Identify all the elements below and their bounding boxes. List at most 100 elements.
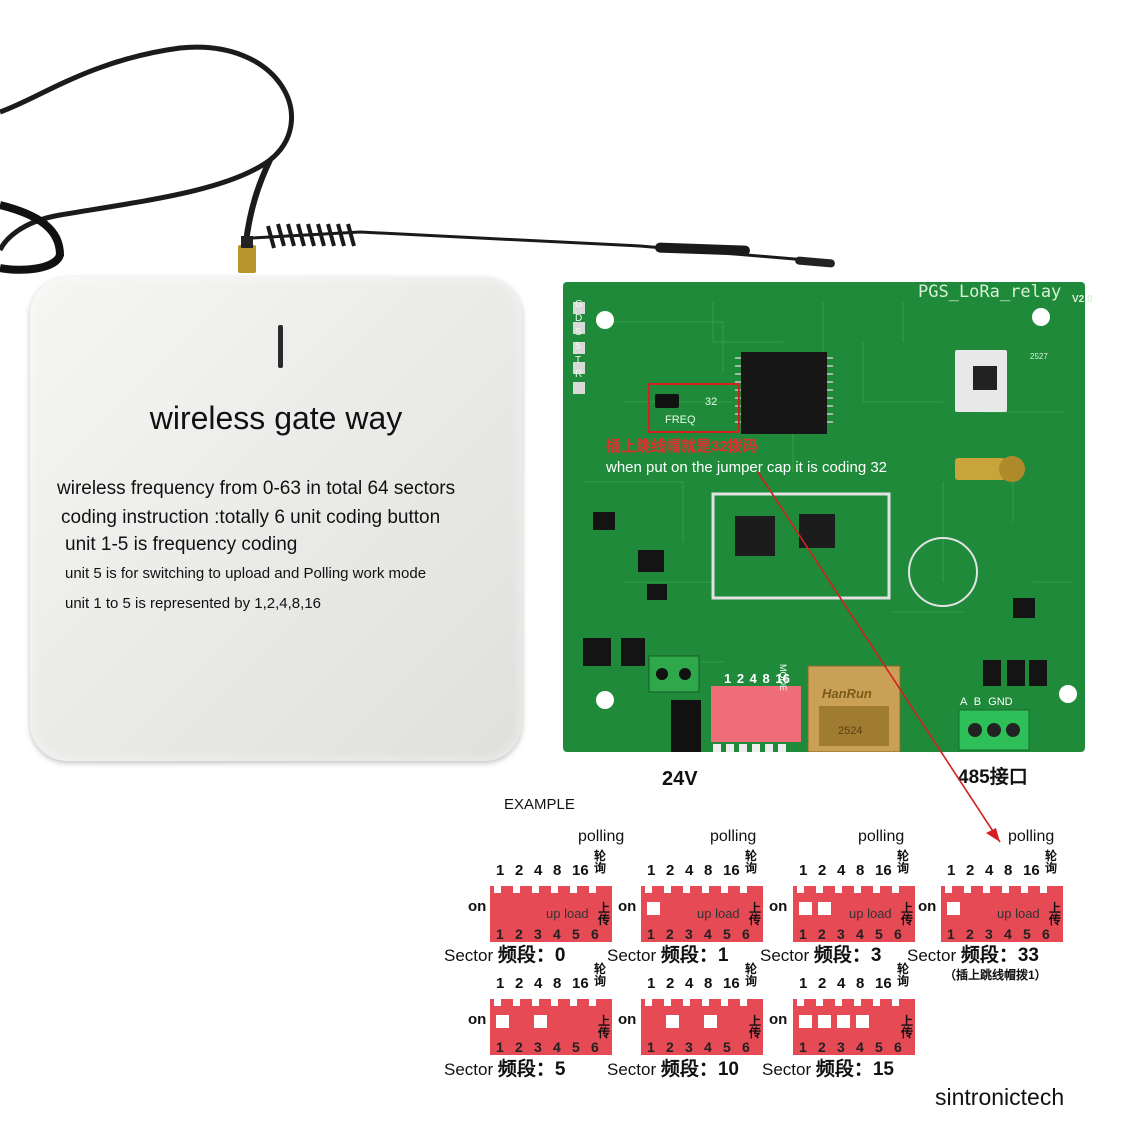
wireless-gateway-box: wireless gate way wireless frequency fro…	[30, 277, 522, 761]
dip-top-number: 2	[515, 862, 524, 879]
dip-notch	[551, 997, 558, 1006]
dip-bottom-number: 3	[685, 1039, 693, 1055]
dip-notch	[816, 884, 823, 893]
dip-on-slot	[799, 902, 812, 915]
dip-top-number: 1	[647, 862, 656, 879]
jumper-value: 32	[705, 396, 718, 408]
dip-on-slot	[534, 1015, 547, 1028]
dip-notch	[835, 997, 842, 1006]
polling-cn-label: 轮 询	[594, 849, 607, 875]
dip-notch	[532, 884, 539, 893]
dip-on-slot	[818, 902, 831, 915]
dip-top-number: 8	[553, 862, 562, 879]
dip-bottom-number: 2	[818, 926, 826, 942]
dip-notch	[892, 997, 899, 1006]
dip-notch	[683, 884, 690, 893]
dip-notch	[683, 997, 690, 1006]
dip-bottom-number: 3	[837, 1039, 845, 1055]
sector-word: Sector	[762, 1060, 816, 1079]
dip-top-number: 4	[985, 862, 994, 879]
polling-cn-label: 轮 询	[897, 962, 910, 988]
dip-notch	[740, 884, 747, 893]
polling-cn-label: 轮 询	[745, 962, 758, 988]
dip-bottom-number: 1	[496, 1039, 504, 1055]
dip-bottom-number: 4	[553, 1039, 561, 1055]
upload-label: up load	[697, 906, 740, 921]
dip-bottom-number: 4	[704, 926, 712, 942]
dip-bottom-number: 5	[875, 926, 883, 942]
dip-top-number: 2	[966, 862, 975, 879]
upload-cn-label: 上 传	[901, 901, 914, 927]
antenna-cable	[0, 44, 835, 274]
dip-bottom-number: 1	[647, 926, 655, 942]
on-label: on	[769, 1011, 788, 1028]
dip-top-number: 1	[647, 975, 656, 992]
dip-on-slot	[704, 1015, 717, 1028]
dip-bottom-number: 6	[591, 1039, 599, 1055]
dip-notch	[645, 997, 652, 1006]
dip-top-number: 16	[572, 862, 589, 879]
dip-bottom-number: 4	[704, 1039, 712, 1055]
dip-notch	[740, 997, 747, 1006]
dip-bottom-number: 4	[856, 1039, 864, 1055]
dip-bottom-number: 1	[799, 926, 807, 942]
gateway-line-4: unit 5 is for switching to upload and Po…	[65, 565, 427, 582]
rj45-code: 2524	[838, 725, 863, 737]
dip-top-number: 16	[875, 975, 892, 992]
dip-on-slot	[799, 1015, 812, 1028]
dip-notch	[702, 884, 709, 893]
dip-top-number: 16	[723, 975, 740, 992]
dip-bottom-number: 5	[875, 1039, 883, 1055]
terminal-labels: A B GND	[960, 696, 1013, 708]
dip-bottom-number: 5	[572, 1039, 580, 1055]
pcb-board	[563, 282, 1085, 752]
dip-bottom-number: 6	[591, 926, 599, 942]
sector-label: Sector 频段：1	[607, 940, 728, 967]
dip-bottom-number: 6	[894, 1039, 902, 1055]
sector-word: Sector	[444, 1060, 498, 1079]
dip-bottom-number: 6	[1042, 926, 1050, 942]
sector-value: 频段：15	[815, 1059, 894, 1080]
dip-on-slot	[666, 1015, 679, 1028]
upload-cn-label: 上 传	[901, 1014, 914, 1040]
dip-notch	[494, 997, 501, 1006]
watermark: sintronictech	[935, 1084, 1065, 1110]
on-label: on	[468, 898, 487, 915]
status-led	[278, 325, 283, 368]
polling-cn-label: 轮 询	[594, 962, 607, 988]
dip-bottom-number: 3	[985, 926, 993, 942]
dip-bottom-number: 3	[837, 926, 845, 942]
dip-on-slot	[837, 1015, 850, 1028]
dip-bottom-number: 1	[799, 1039, 807, 1055]
dip-bottom-number: 3	[685, 926, 693, 942]
upload-cn-label: 上 传	[1049, 901, 1062, 927]
dip-bottom-number: 2	[515, 1039, 523, 1055]
dip-top-number: 1	[799, 975, 808, 992]
edge-pin-label: G	[575, 299, 583, 310]
board-version: V2.0	[1072, 294, 1093, 305]
on-label: on	[618, 1011, 637, 1028]
dip-bottom-number: 6	[742, 1039, 750, 1055]
dip-notch	[797, 884, 804, 893]
dip-bottom-number: 4	[553, 926, 561, 942]
dip-notch	[645, 884, 652, 893]
dip-bottom-number: 5	[723, 926, 731, 942]
upload-label: up load	[997, 906, 1040, 921]
dip-notch	[892, 884, 899, 893]
dip-notch	[702, 997, 709, 1006]
dip-top-number: 4	[837, 975, 846, 992]
dip-notch	[964, 884, 971, 893]
sector-word: Sector	[760, 946, 814, 965]
dip-on-slot	[818, 1015, 831, 1028]
sector-word: Sector	[907, 946, 961, 965]
upload-label: up load	[546, 906, 589, 921]
polling-cn-label: 轮 询	[897, 849, 910, 875]
dip-notch	[589, 997, 596, 1006]
power-label: 24V	[662, 768, 698, 790]
